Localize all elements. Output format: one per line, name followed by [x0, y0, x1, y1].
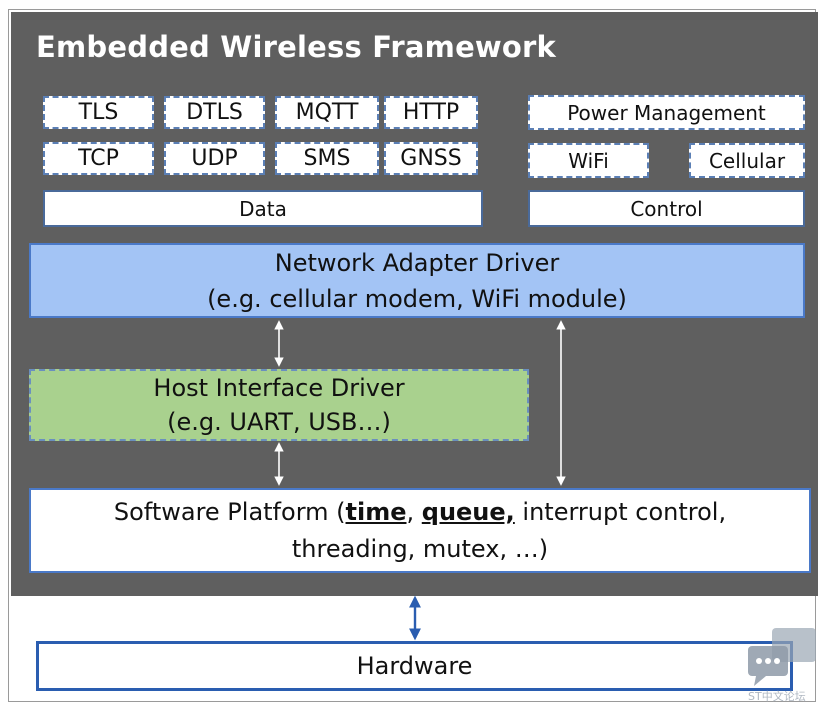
framework-title: Embedded Wireless Framework [36, 30, 557, 64]
wifi-box: WiFi [528, 143, 649, 178]
forum-watermark-icon [748, 628, 816, 686]
protocol-udp: UDP [164, 142, 265, 175]
protocol-http: HTTP [384, 96, 478, 129]
power-management-box: Power Management [528, 95, 805, 130]
network-adapter-driver: Network Adapter Driver (e.g. cellular mo… [29, 243, 805, 318]
software-platform-time: time [345, 497, 407, 526]
protocol-mqtt: MQTT [275, 96, 379, 129]
watermark-text: ST中文论坛 [748, 690, 806, 703]
host-interface-title: Host Interface Driver [153, 374, 405, 402]
network-adapter-title: Network Adapter Driver [274, 248, 560, 277]
software-platform-line1: Software Platform (time, queue, interrup… [113, 497, 727, 526]
protocol-tls: TLS [43, 96, 154, 129]
cellular-box: Cellular [689, 143, 805, 178]
protocol-dtls: DTLS [164, 96, 265, 129]
hardware-box: Hardware [36, 641, 793, 691]
control-bar: Control [528, 190, 805, 227]
software-platform: Software Platform (time, queue, interrup… [29, 488, 811, 573]
protocol-gnss: GNSS [384, 142, 478, 175]
software-platform-queue: queue, [421, 497, 515, 526]
host-interface-subtitle: (e.g. UART, USB…) [167, 408, 391, 436]
protocol-tcp: TCP [43, 142, 154, 175]
data-bar: Data [43, 190, 483, 227]
network-adapter-subtitle: (e.g. cellular modem, WiFi module) [207, 284, 627, 313]
host-interface-driver: Host Interface Driver (e.g. UART, USB…) [29, 369, 529, 441]
software-platform-line2: threading, mutex, …) [291, 534, 549, 563]
protocol-sms: SMS [275, 142, 379, 175]
